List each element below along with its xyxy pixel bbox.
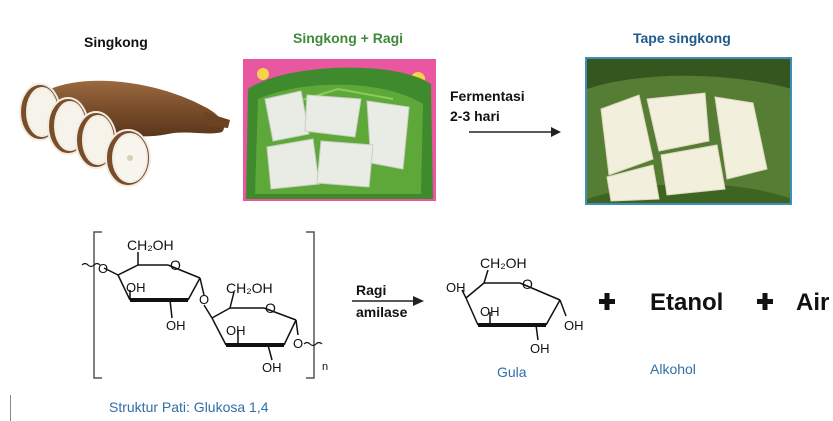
product-air: Air (796, 289, 829, 316)
label-singkong-ragi: Singkong + Ragi (293, 30, 404, 46)
glucose-ring-o: O (522, 276, 533, 292)
caption-gula: Gula (497, 364, 527, 380)
r2-ring-o: O (265, 300, 276, 316)
repeat-n: n (322, 361, 328, 373)
starch-ring-1 (103, 252, 213, 319)
glucose-oh-2: OH (480, 304, 500, 319)
r2-oh-1: OH (226, 323, 246, 338)
caption-struktur-pati: Struktur Pati: Glukosa 1,4 (109, 399, 269, 415)
arrow-label-fermentasi: Fermentasi 2-3 hari (450, 86, 525, 126)
plus-icon (599, 293, 615, 310)
arrow-line1: Fermentasi (450, 88, 525, 104)
glucose-oh-3: OH (530, 341, 550, 356)
product-etanol: Etanol (650, 289, 723, 316)
r1-ring-o: O (170, 257, 181, 273)
label-tape-singkong: Tape singkong (633, 30, 731, 46)
cassava-image (19, 80, 230, 187)
glucose-oh-4: OH (564, 318, 584, 333)
caption-alkohol: Alkohol (650, 361, 696, 377)
arrow-line2: 2-3 hari (450, 108, 500, 124)
tape-singkong-photo (585, 57, 792, 205)
frame-edge (10, 395, 11, 421)
r1-oh-1: OH (126, 280, 146, 295)
label-singkong: Singkong (84, 34, 148, 50)
bracket-left (93, 231, 102, 379)
arrow-label-amilase: amilase (356, 304, 408, 320)
r2-oh-2: OH (262, 360, 282, 375)
r1-oh-2: OH (166, 318, 186, 333)
r1-o-left: O (98, 261, 108, 276)
glucose-ring (461, 269, 567, 341)
glucose-oh-1: OH (446, 280, 466, 295)
arrow-label-ragi: Ragi (356, 282, 387, 298)
r1-o-link: O (199, 292, 209, 307)
fermentasi-arrow (469, 127, 561, 137)
r1-ch2oh: CH₂OH (127, 237, 174, 253)
plus-icon (757, 293, 773, 310)
r2-ch2oh: CH₂OH (226, 280, 273, 296)
r2-o-right: O (293, 336, 303, 351)
bracket-right (306, 231, 315, 379)
starch-ring-2 (211, 291, 299, 361)
glucose-ch2oh: CH₂OH (480, 255, 527, 271)
singkong-ragi-photo (243, 59, 436, 201)
